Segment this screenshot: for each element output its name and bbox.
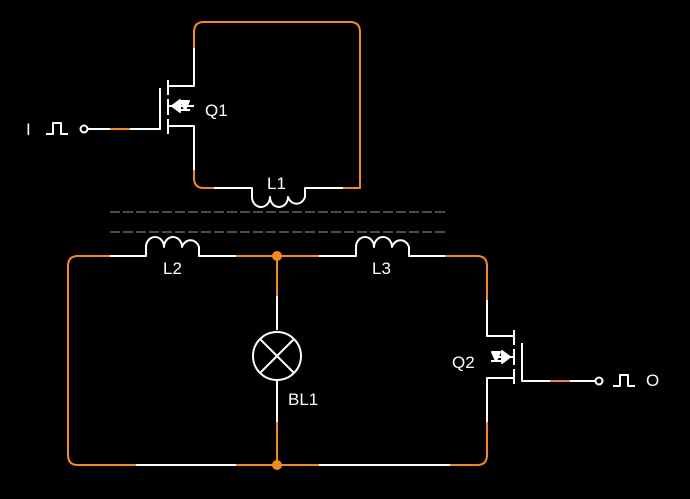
l2-inductor[interactable] — [110, 236, 236, 257]
output-terminal — [594, 376, 604, 386]
wire-secondary-right-top — [444, 255, 488, 301]
input-terminal — [79, 124, 89, 134]
transformer-core — [110, 211, 445, 233]
bl1-lamp[interactable] — [252, 296, 302, 422]
l2-coil — [110, 236, 236, 257]
q2-diode-triangle — [491, 351, 501, 362]
q1-body-arrow — [171, 99, 181, 113]
l3-inductor[interactable] — [319, 236, 445, 257]
q1-source — [168, 125, 195, 170]
junction-node-bottom — [272, 460, 282, 470]
q2-gate-lead — [521, 343, 550, 382]
q2-mosfet[interactable] — [486, 300, 550, 422]
l2-label: L2 — [163, 259, 182, 278]
l1-label: L1 — [267, 174, 286, 193]
junction-node-top — [272, 251, 282, 261]
q2-drain — [486, 300, 514, 337]
pulse-icon — [613, 374, 635, 387]
bl1-cross — [259, 338, 295, 374]
output-port[interactable] — [570, 374, 635, 387]
wire-secondary-left — [67, 255, 137, 466]
bl1-label: BL1 — [288, 390, 318, 409]
output-port-label: O — [646, 371, 659, 390]
input-port-label: I — [26, 120, 31, 139]
l3-coil — [319, 236, 445, 257]
q2-body-arrow — [501, 350, 511, 364]
wire-primary-left-lower — [193, 169, 215, 189]
q2-label: Q2 — [452, 353, 475, 372]
input-port[interactable] — [46, 122, 110, 135]
q1-drain — [168, 48, 195, 87]
q1-label: Q1 — [205, 101, 228, 120]
pulse-icon — [46, 122, 68, 135]
l1-coil — [214, 187, 343, 208]
q1-gate-lead — [130, 88, 161, 130]
wire-secondary-right-bottom — [449, 421, 488, 466]
q2-source — [486, 377, 514, 422]
q1-diode-triangle — [180, 100, 190, 111]
wire-primary-top — [193, 21, 361, 189]
l1-inductor[interactable] — [214, 187, 343, 208]
q1-mosfet[interactable] — [130, 48, 195, 170]
l3-label: L3 — [372, 259, 391, 278]
